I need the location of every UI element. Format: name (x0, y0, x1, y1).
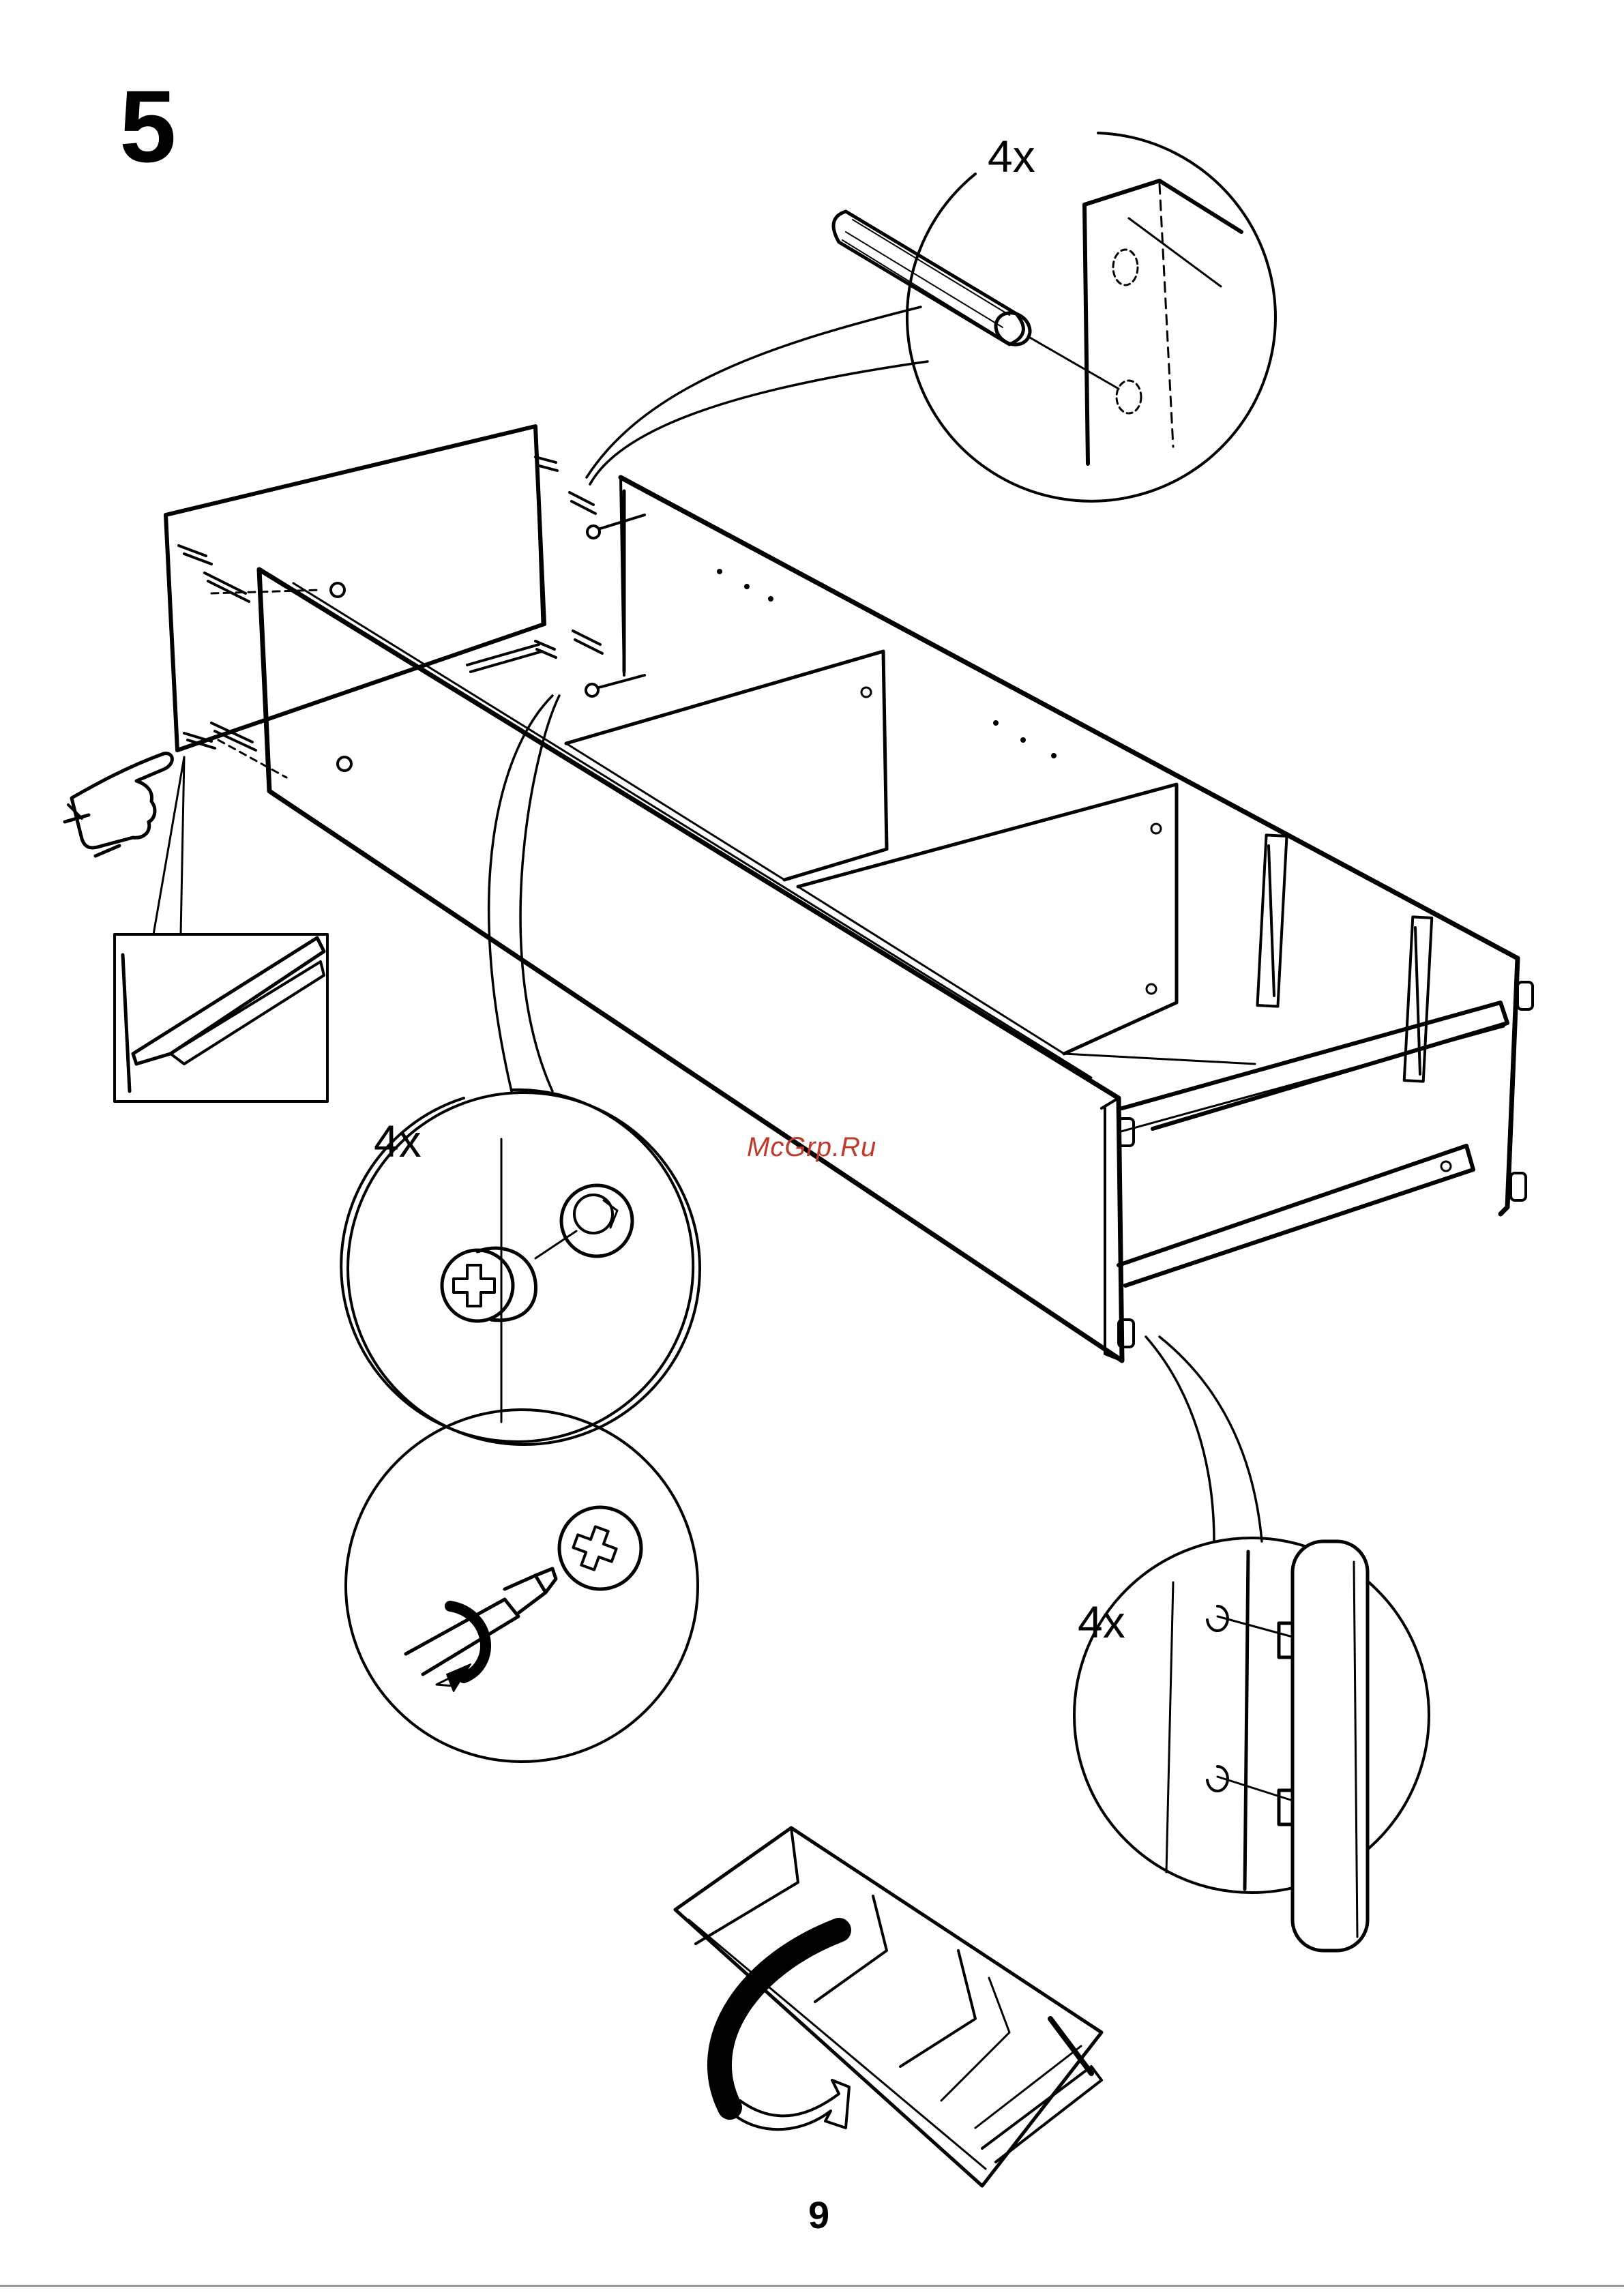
cam-lock-quantity-label: 4x (374, 1119, 422, 1164)
wooden-peg (1279, 1541, 1368, 1951)
page-number: 9 (808, 2193, 829, 2237)
peg-quantity-label: 4x (1078, 1599, 1125, 1644)
side-panel-left (166, 426, 557, 778)
rotate-arrow-icon (720, 1930, 849, 2129)
cam-lock-fitting (442, 1185, 632, 1321)
pointing-hand-icon (65, 754, 172, 856)
dowel-detail (587, 133, 1275, 501)
screwdriver-detail (346, 1410, 698, 1762)
dowel-quantity-label: 4x (988, 134, 1035, 179)
page-bottom-rule (0, 2285, 1624, 2287)
cam-lock-turned (559, 1507, 641, 1589)
tip-over-illustration (675, 1828, 1102, 2186)
wood-dowel (833, 211, 1036, 351)
watermark: McGrp.Ru (747, 1132, 876, 1163)
cabinet-body (259, 477, 1533, 1361)
peg-detail (1074, 1337, 1429, 1951)
